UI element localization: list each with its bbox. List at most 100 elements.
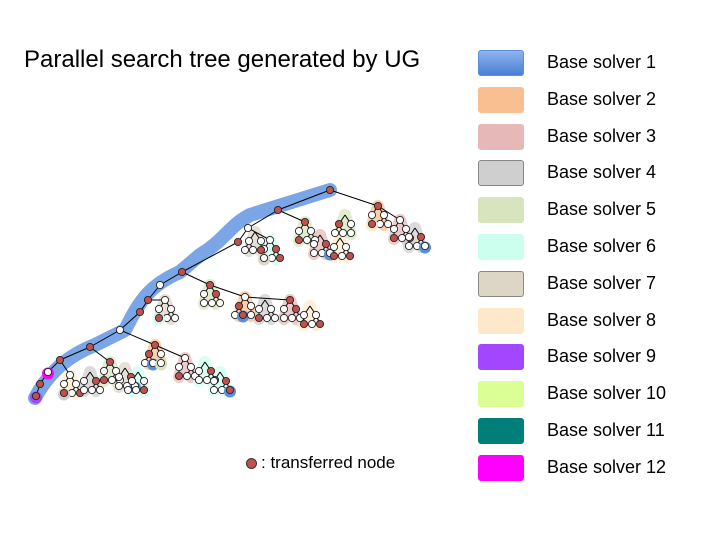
tree-node bbox=[99, 366, 109, 376]
tree-node bbox=[262, 313, 272, 323]
tree-node bbox=[401, 224, 411, 234]
tree-node bbox=[154, 304, 164, 314]
tree-node bbox=[65, 370, 75, 380]
tree-node bbox=[87, 385, 97, 395]
transferred-node bbox=[139, 385, 149, 395]
legend-item: Base solver 1 bbox=[478, 48, 718, 78]
transferred-node bbox=[367, 219, 377, 229]
tree-edge bbox=[59, 346, 91, 361]
legend-label: Base solver 10 bbox=[547, 383, 667, 404]
legend-item: Base solver 8 bbox=[478, 306, 718, 336]
transferred-node bbox=[329, 251, 339, 261]
tree-node bbox=[266, 304, 276, 314]
transferred-node bbox=[334, 219, 344, 229]
tree-node bbox=[59, 379, 69, 389]
transferred-node bbox=[211, 289, 221, 299]
transferred-node bbox=[206, 366, 216, 376]
tree-edge bbox=[329, 189, 379, 207]
legend-item: Base solver 4 bbox=[478, 158, 718, 188]
transferred-node bbox=[205, 280, 215, 290]
transferred-node bbox=[389, 233, 399, 243]
tree-node bbox=[123, 385, 133, 395]
legend-swatch bbox=[478, 344, 524, 371]
tree-node bbox=[302, 235, 312, 245]
tree-node bbox=[346, 219, 356, 229]
tree-edge bbox=[89, 329, 121, 348]
tree-node bbox=[194, 366, 204, 376]
transferred-node bbox=[85, 342, 95, 352]
transferred-node bbox=[275, 253, 285, 263]
tree-node bbox=[395, 215, 405, 225]
transferred-node bbox=[35, 379, 45, 389]
legend-label: Base solver 6 bbox=[547, 236, 657, 256]
tree-node bbox=[186, 362, 196, 372]
transferred-node bbox=[135, 307, 145, 317]
tree-node bbox=[155, 280, 165, 290]
transferred-node bbox=[150, 340, 160, 350]
tree-node bbox=[71, 379, 81, 389]
tree-node bbox=[337, 251, 347, 261]
tree-edge bbox=[244, 296, 291, 301]
legend-swatch bbox=[478, 234, 524, 260]
tree-node bbox=[383, 219, 393, 229]
legend-swatch bbox=[478, 160, 524, 187]
transferred-node bbox=[105, 357, 115, 367]
tree-node bbox=[379, 210, 389, 220]
legend-label: Base solver 11 bbox=[547, 420, 665, 440]
legend-item: Base solver 5 bbox=[478, 195, 718, 225]
tree-node bbox=[311, 310, 321, 320]
tree-node bbox=[215, 298, 225, 308]
tree-node bbox=[170, 313, 180, 323]
tree-node bbox=[246, 310, 256, 320]
transferred-node bbox=[154, 313, 164, 323]
tree-node bbox=[174, 362, 184, 372]
transferred-node bbox=[416, 232, 426, 242]
transferred-node bbox=[99, 375, 109, 385]
tree-node bbox=[114, 372, 124, 382]
transferred-node bbox=[273, 205, 283, 215]
tree-edge bbox=[277, 189, 331, 211]
tree-node bbox=[202, 375, 212, 385]
legend-item: Base solver 9 bbox=[478, 342, 718, 372]
tree-node bbox=[309, 248, 319, 258]
legend-label: Base solver 4 bbox=[547, 162, 657, 183]
legend-swatch bbox=[478, 381, 524, 408]
note-label: : transferred node bbox=[261, 453, 396, 472]
tree-edge bbox=[119, 329, 156, 346]
tree-node bbox=[338, 228, 348, 238]
transferred-node bbox=[177, 267, 187, 277]
tree-node bbox=[397, 233, 407, 243]
tree-edge bbox=[154, 344, 186, 359]
transferred-node bbox=[299, 319, 309, 329]
tree-node bbox=[341, 242, 351, 252]
transferred-node bbox=[233, 237, 243, 247]
legend-label: Base solver 12 bbox=[547, 456, 667, 477]
tree-node bbox=[404, 241, 414, 251]
tree-node bbox=[259, 253, 269, 263]
tree-edge bbox=[89, 346, 111, 363]
transferred-node bbox=[221, 376, 231, 386]
tree-node bbox=[270, 313, 280, 323]
tree-node bbox=[330, 228, 340, 238]
tree-edge bbox=[377, 205, 401, 221]
transferred-node bbox=[271, 244, 281, 254]
tree-node bbox=[209, 376, 219, 386]
legend-label: Base solver 1 bbox=[547, 52, 657, 72]
tree-node bbox=[114, 381, 124, 391]
tree-node bbox=[160, 295, 170, 305]
tree-node bbox=[207, 298, 217, 308]
transferred-node-note: : transferred node bbox=[246, 453, 395, 473]
tree-node bbox=[306, 226, 316, 236]
tree-node bbox=[107, 375, 117, 385]
tree-node bbox=[199, 289, 209, 299]
transferred-node bbox=[294, 235, 304, 245]
tree-node bbox=[131, 385, 141, 395]
tree-node bbox=[156, 358, 166, 368]
legend-label: Base solver 8 bbox=[547, 309, 657, 330]
tree-edge bbox=[181, 241, 239, 273]
transferred-node bbox=[225, 385, 235, 395]
legend-item: Base solver 12 bbox=[478, 453, 718, 483]
legend-swatch bbox=[478, 454, 524, 481]
tree-edge bbox=[181, 271, 211, 286]
